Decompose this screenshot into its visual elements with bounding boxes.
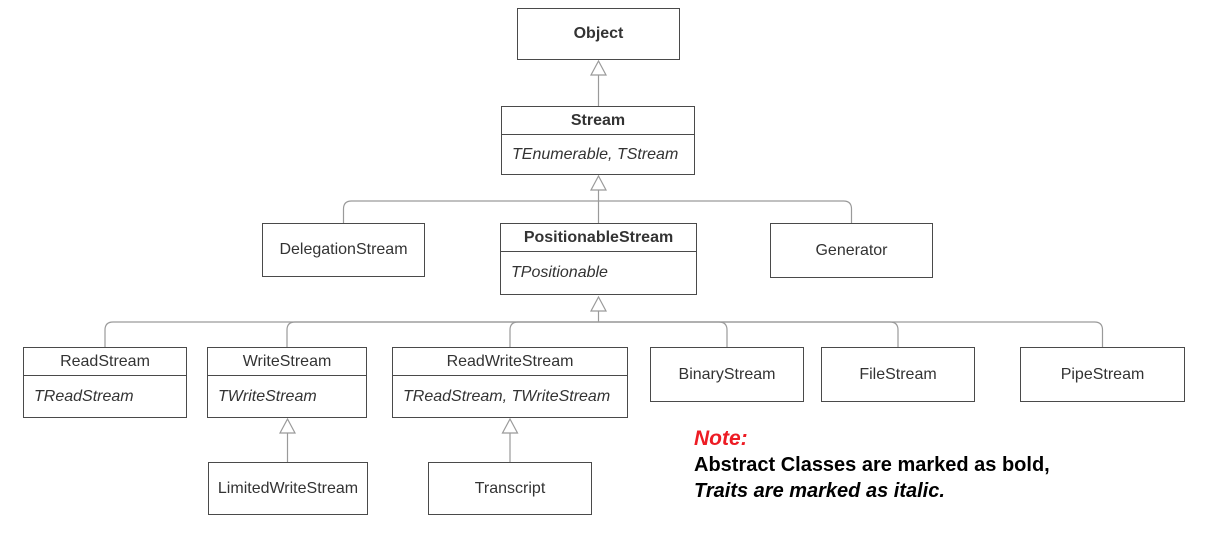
legend-note: Note: Abstract Classes are marked as bol… [694,426,1050,504]
class-name: DelegationStream [279,241,408,258]
class-box-binarystream: BinaryStream [650,347,804,402]
class-traits: TReadStream, TWriteStream [393,375,627,417]
class-name: Transcript [474,479,546,497]
class-name: FileStream [859,365,937,383]
class-name: PositionableStream [523,228,674,246]
class-name: Object [573,25,624,42]
class-box-limitedwritestream: LimitedWriteStream [208,462,368,515]
class-traits: TReadStream [24,375,186,417]
note-line-abstract: Abstract Classes are marked as bold, [694,454,1050,476]
class-name: PipeStream [1060,365,1145,383]
class-name: ReadStream [60,352,150,370]
class-name: Generator [815,241,888,259]
class-traits: TEnumerable, TStream [502,134,694,174]
note-heading: Note: [694,427,748,450]
class-box-stream: Stream TEnumerable, TStream [501,106,695,175]
class-name: LimitedWriteStream [217,479,359,497]
class-name: ReadWriteStream [446,352,574,370]
class-box-object: Object [517,8,680,60]
class-name: WriteStream [242,352,332,370]
class-box-delegationstream: DelegationStream [262,223,425,277]
class-box-generator: Generator [770,223,933,278]
class-box-transcript: Transcript [428,462,592,515]
class-box-pipestream: PipeStream [1020,347,1185,402]
class-box-readwritestream: ReadWriteStream TReadStream, TWriteStrea… [392,347,628,418]
class-traits: TWriteStream [208,375,366,417]
class-name: Stream [570,111,626,129]
class-name: BinaryStream [678,365,776,383]
class-box-readstream: ReadStream TReadStream [23,347,187,418]
note-line-traits: Traits are marked as italic. [694,480,945,502]
class-box-filestream: FileStream [821,347,975,402]
class-traits: TPositionable [501,251,696,294]
class-box-writestream: WriteStream TWriteStream [207,347,367,418]
class-box-positionablestream: PositionableStream TPositionable [500,223,697,295]
